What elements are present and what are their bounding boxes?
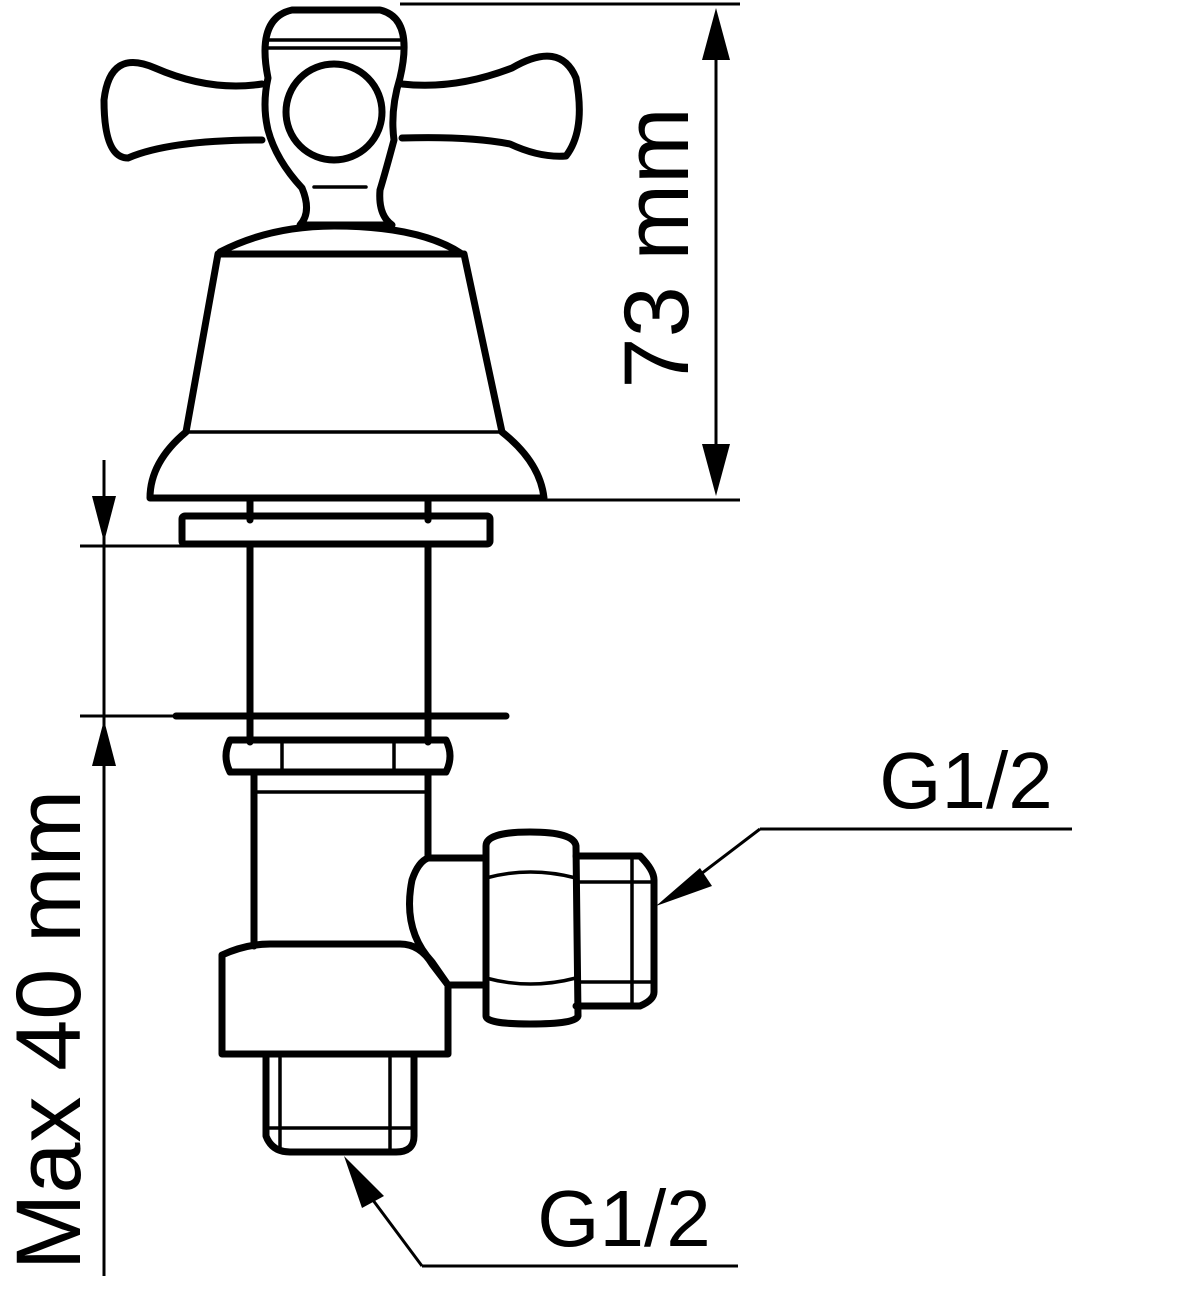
angle-valve-body (218, 828, 658, 1156)
dimension-arrow-down (92, 496, 116, 542)
dimension-mount: Max 40 mm (0, 460, 246, 1276)
callout-arrow (656, 868, 712, 906)
callout-arrow (344, 1156, 384, 1208)
cross-handle (100, 6, 583, 229)
dimension-arrow-down (702, 444, 730, 496)
dimension-label-height: 73 mm (606, 107, 708, 388)
mount-stem (172, 494, 510, 950)
callout-bottom-inlet: G1/2 (344, 1156, 738, 1268)
thread-label-bottom: G1/2 (537, 1174, 710, 1263)
callout-side-outlet: G1/2 (656, 736, 1072, 906)
dimension-arrow-up (702, 8, 730, 60)
dimension-height: 73 mm (400, 2, 740, 502)
thread-label-side: G1/2 (879, 736, 1052, 825)
bell-body (146, 222, 548, 502)
dimension-label-mount: Max 40 mm (0, 790, 100, 1271)
dimension-arrow-up (92, 720, 116, 766)
